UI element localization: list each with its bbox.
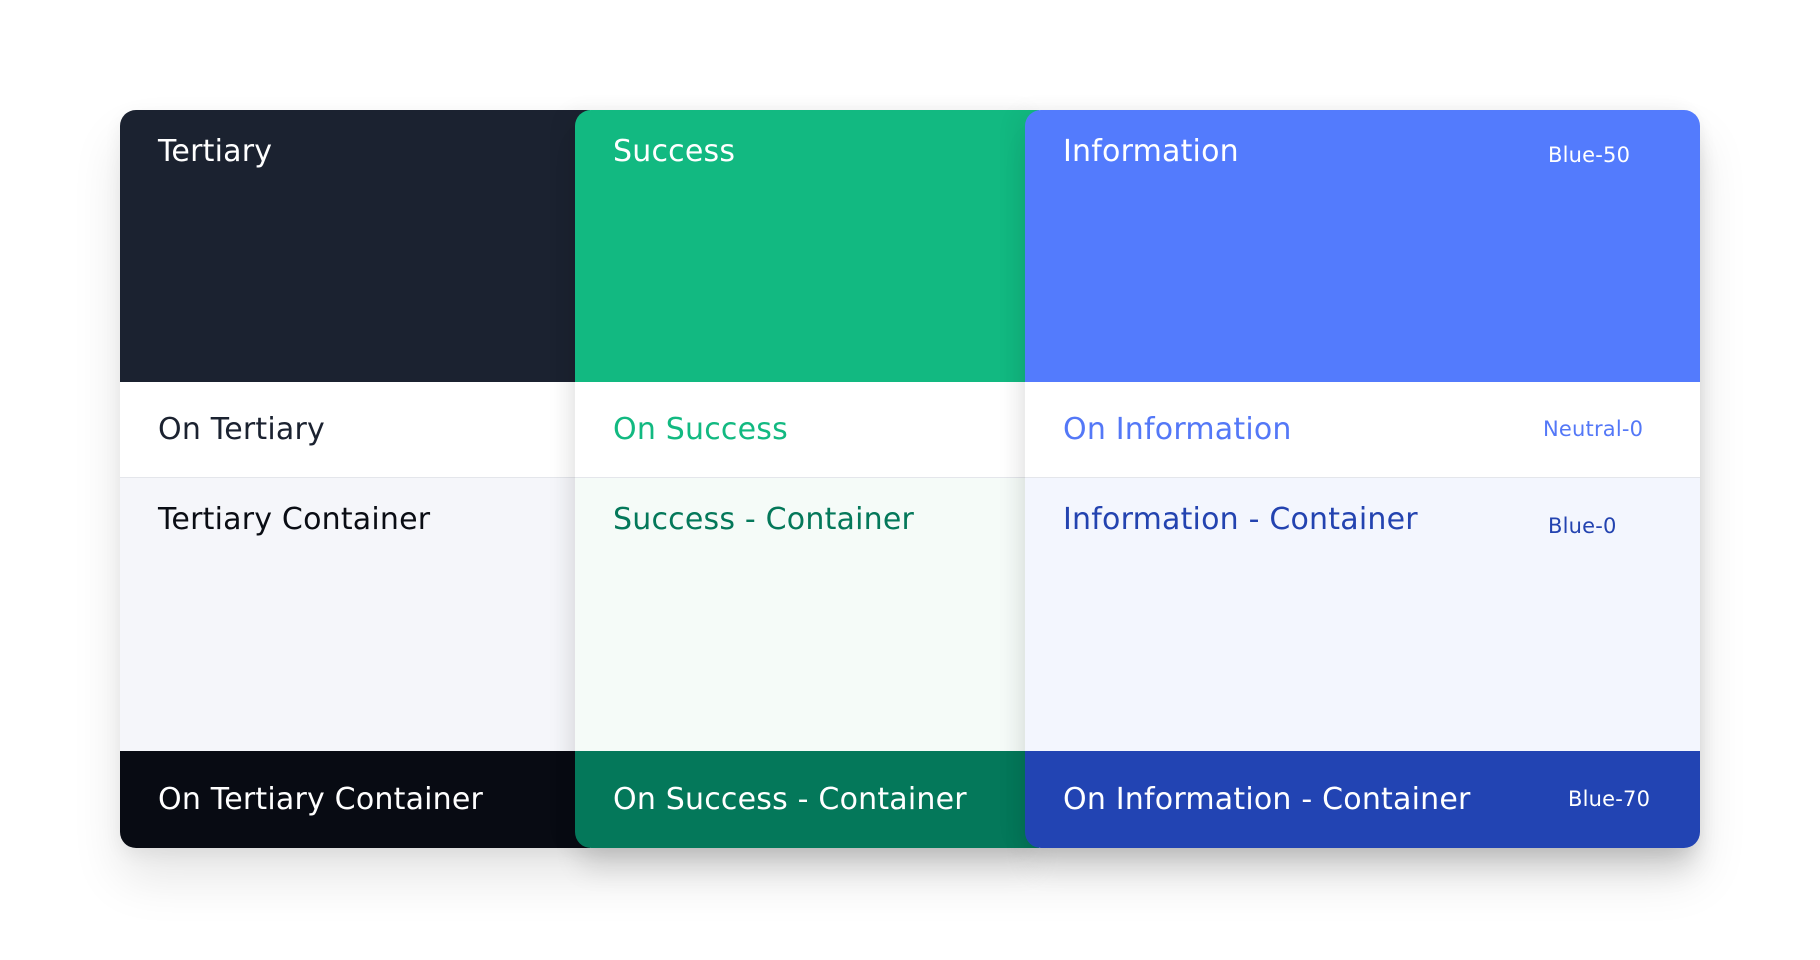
color-token-label: Blue-0: [1548, 514, 1617, 538]
swatch-information-container: Information - Container Blue-0: [1025, 478, 1700, 751]
swatch-label: On Success: [613, 411, 788, 447]
swatch-label: Tertiary: [158, 134, 273, 169]
swatch-label: Success: [613, 134, 736, 169]
swatch-label: On Information - Container: [1063, 781, 1471, 817]
swatch-on-information: On Information Neutral-0: [1025, 382, 1700, 478]
swatch-on-tertiary: On Tertiary: [120, 382, 590, 478]
swatch-label: Tertiary Container: [158, 502, 431, 537]
swatch-label: On Tertiary: [158, 411, 325, 447]
swatch-label: On Tertiary Container: [158, 781, 484, 817]
color-token-label: Neutral-0: [1543, 417, 1644, 441]
swatch-on-information-container: On Information - Container Blue-70: [1025, 751, 1700, 848]
swatch-tertiary: Tertiary: [120, 110, 590, 382]
palette-column-tertiary: Tertiary On Tertiary Tertiary Container …: [120, 110, 590, 848]
swatch-tertiary-container: Tertiary Container: [120, 478, 590, 751]
swatch-success: Success: [575, 110, 1039, 382]
palette-column-information: Information Blue-50 On Information Neutr…: [1025, 110, 1700, 848]
swatch-on-tertiary-container: On Tertiary Container: [120, 751, 590, 848]
swatch-label: Information - Container: [1063, 502, 1418, 537]
swatch-success-container: Success - Container: [575, 478, 1039, 751]
swatch-label: Information: [1063, 134, 1239, 169]
swatch-label: On Success - Container: [613, 781, 967, 817]
swatch-information: Information Blue-50: [1025, 110, 1700, 382]
color-token-label: Blue-50: [1548, 143, 1631, 167]
palette-column-success: Success On Success Success - Container O…: [575, 110, 1039, 848]
color-token-label: Blue-70: [1568, 787, 1651, 811]
swatch-on-success-container: On Success - Container: [575, 751, 1039, 848]
swatch-on-success: On Success: [575, 382, 1039, 478]
swatch-label: Success - Container: [613, 502, 915, 537]
swatch-label: On Information: [1063, 411, 1292, 447]
